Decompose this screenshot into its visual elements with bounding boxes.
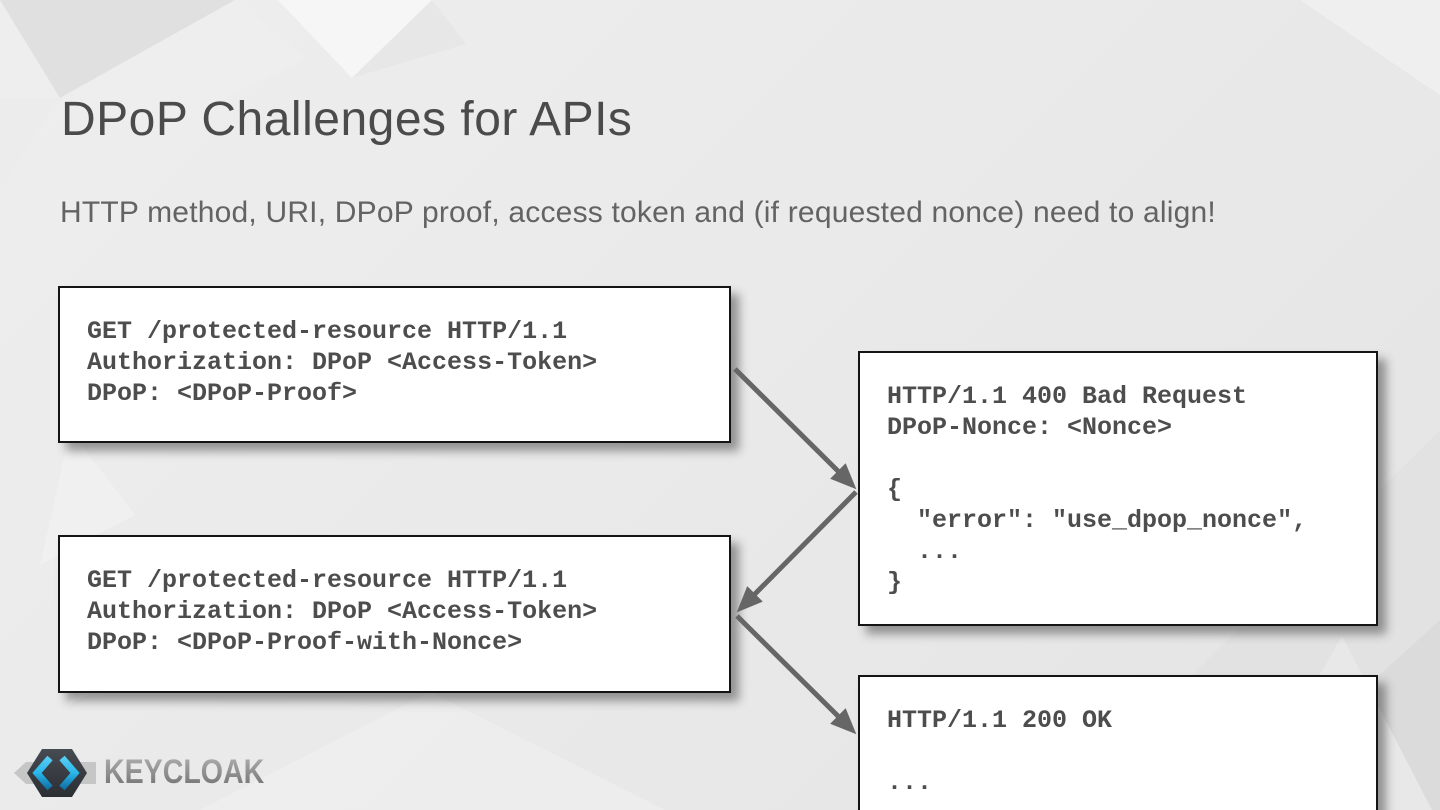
logo-chevron-left-icon — [32, 755, 53, 791]
response-box-200-ok: HTTP/1.1 200 OK ... — [858, 675, 1378, 810]
slide-subtitle: HTTP method, URI, DPoP proof, access tok… — [60, 196, 1216, 229]
response-box-400-bad-request: HTTP/1.1 400 Bad Request DPoP-Nonce: <No… — [858, 351, 1378, 626]
request-box-dpop-proof-with-nonce-code: GET /protected-resource HTTP/1.1 Authori… — [87, 566, 598, 657]
keycloak-logo-icon — [14, 749, 96, 797]
response-box-200-code: HTTP/1.1 200 OK ... — [887, 706, 1113, 797]
logo-chevron-right-icon — [59, 755, 80, 791]
request-box-dpop-proof-with-nonce: GET /protected-resource HTTP/1.1 Authori… — [58, 535, 731, 693]
request-box-dpop-proof-code: GET /protected-resource HTTP/1.1 Authori… — [87, 317, 598, 408]
keycloak-wordmark: KEYCLOAK — [104, 752, 265, 791]
logo-hexagon — [27, 749, 87, 797]
response-box-400-code: HTTP/1.1 400 Bad Request DPoP-Nonce: <No… — [887, 382, 1308, 597]
slide-title: DPoP Challenges for APIs — [61, 93, 633, 146]
keycloak-logo: KEYCLOAK — [10, 743, 295, 801]
request-box-dpop-proof: GET /protected-resource HTTP/1.1 Authori… — [58, 286, 731, 443]
